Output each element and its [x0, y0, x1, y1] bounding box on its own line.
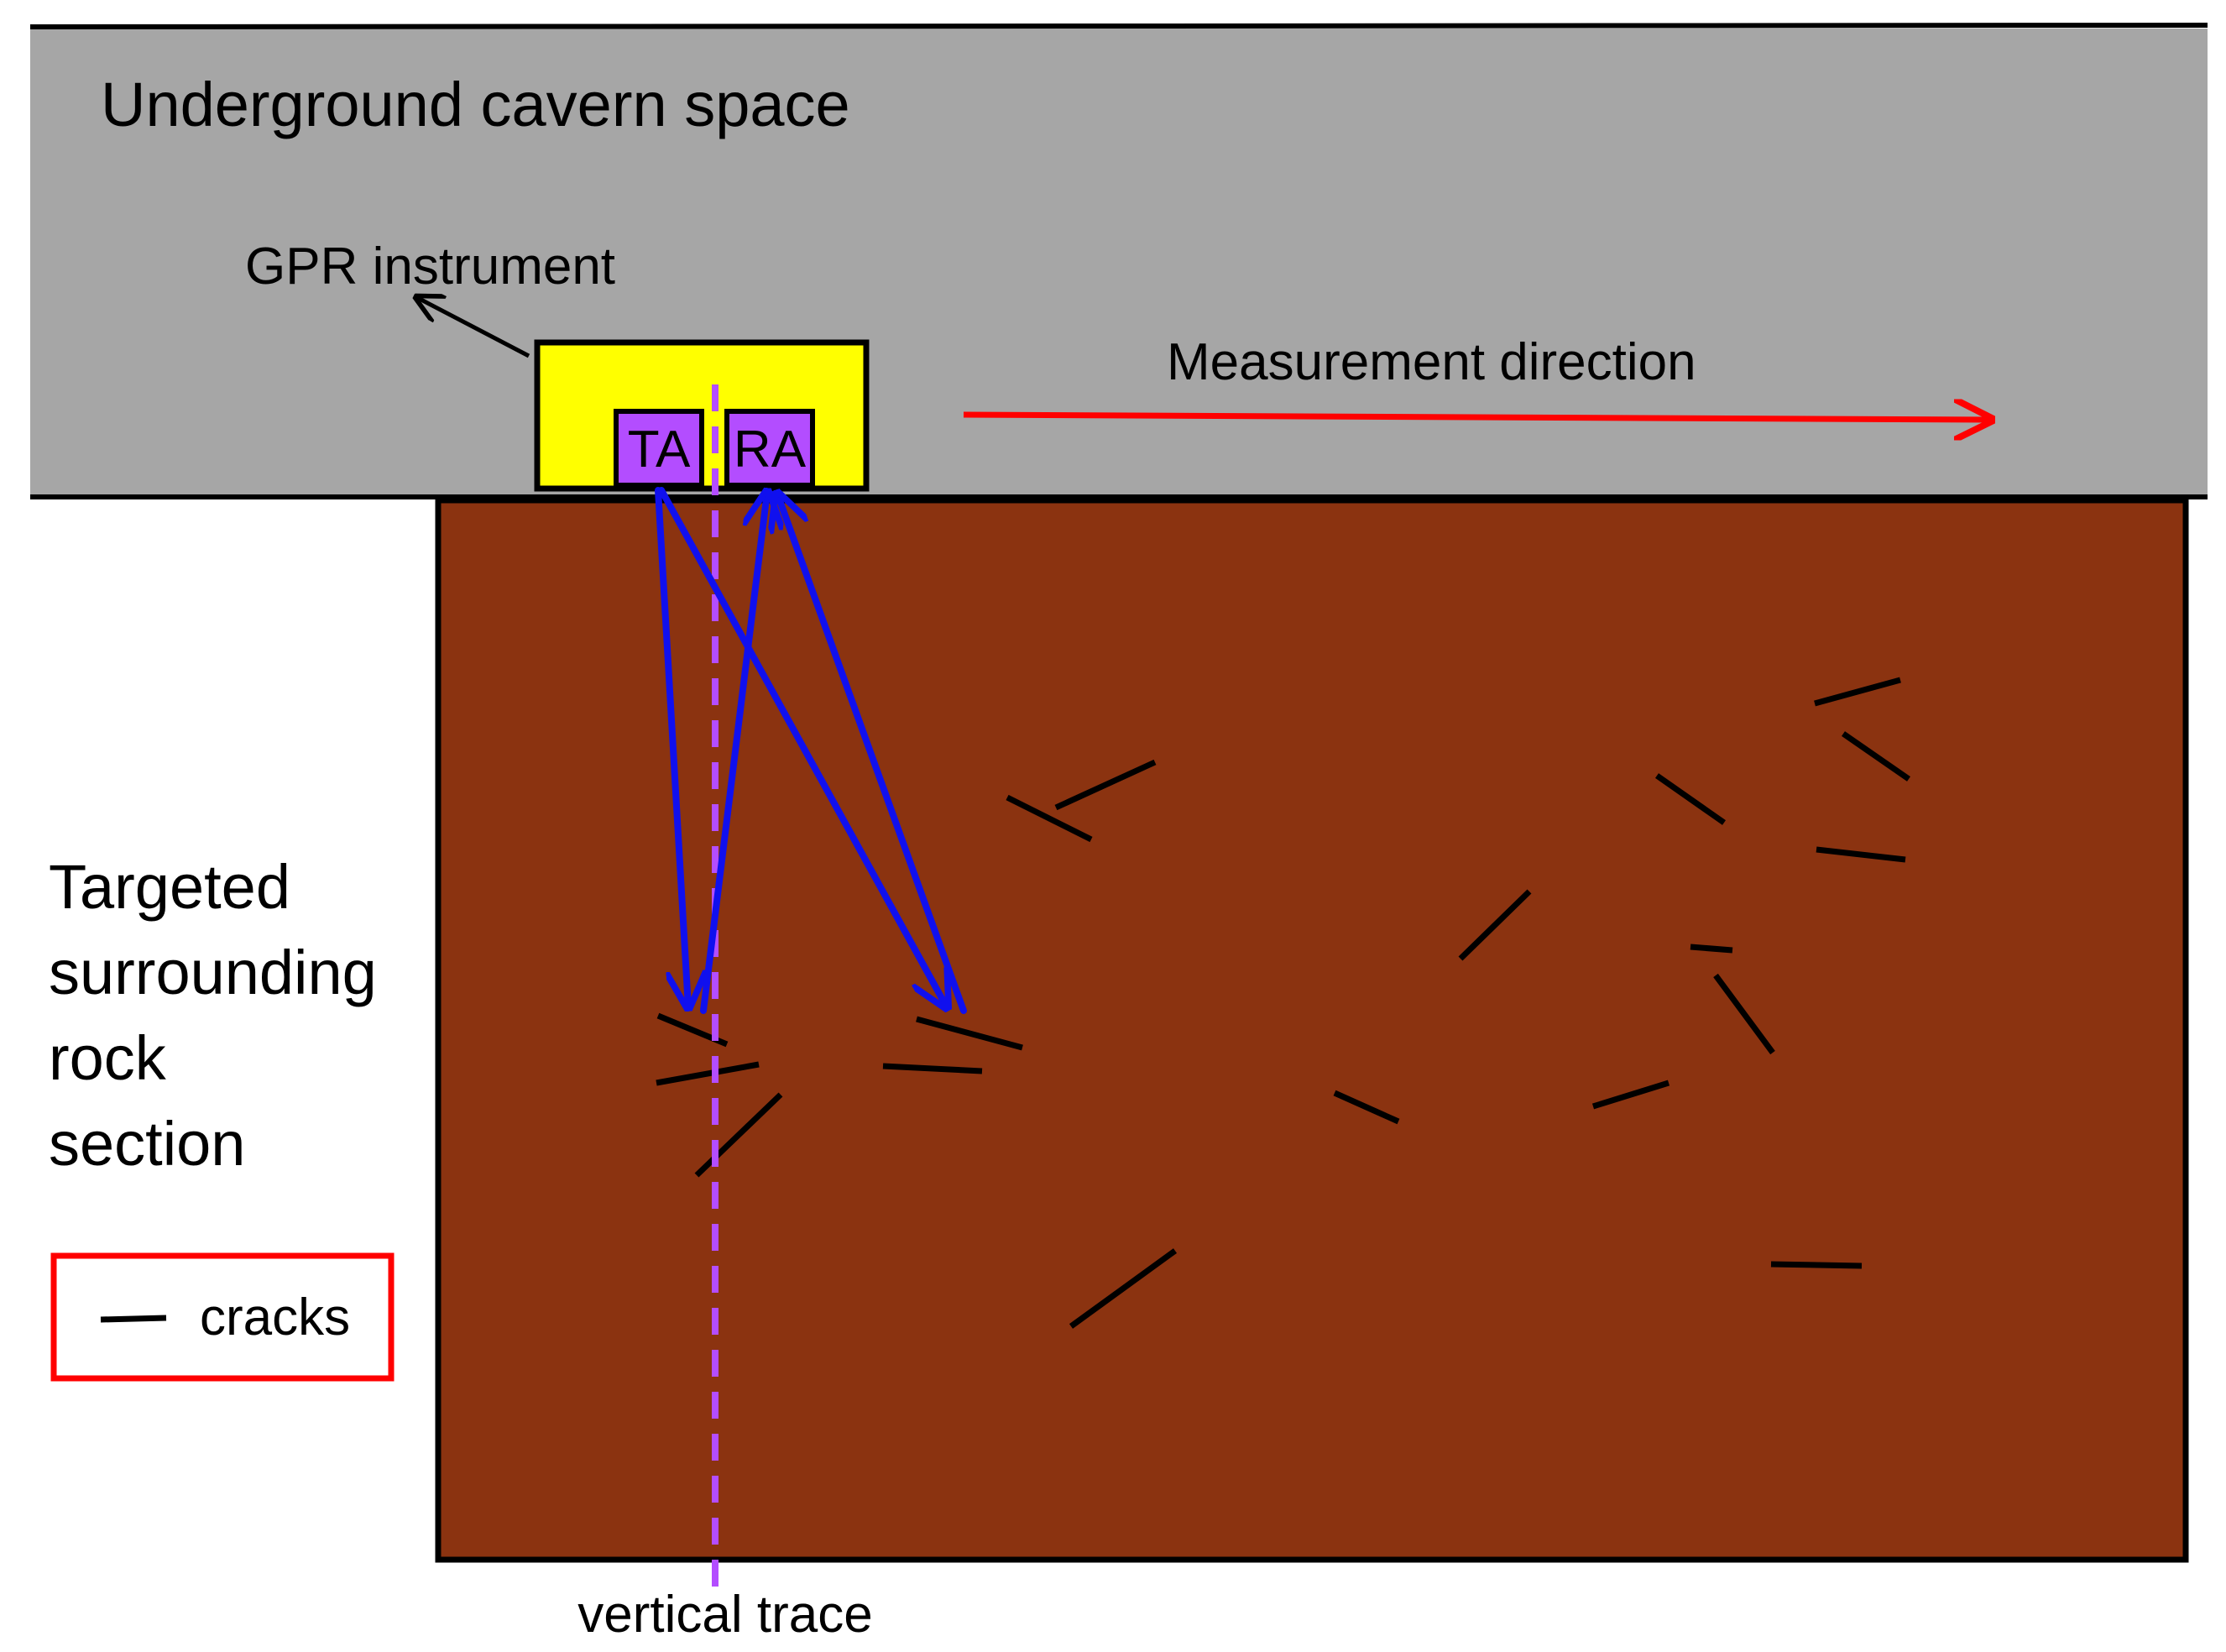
ray-up-near — [700, 492, 767, 1014]
legend-box: cracks — [50, 1252, 395, 1382]
crack — [1333, 1090, 1400, 1125]
crack — [1654, 773, 1727, 825]
transmit-antenna — [614, 409, 704, 488]
crack — [1816, 846, 1906, 863]
crack — [1842, 731, 1910, 782]
crack — [1690, 944, 1733, 954]
trace-label: vertical trace — [577, 1586, 872, 1644]
direction-label: Measurement direction — [1167, 333, 1696, 391]
crack-legend-icon — [100, 1315, 167, 1323]
instrument-label: GPR instrument — [245, 238, 615, 295]
crack — [1770, 1261, 1863, 1269]
cavern-top-edge — [29, 23, 2208, 29]
receive-antenna — [724, 409, 815, 488]
crack — [1713, 973, 1775, 1055]
measurement-direction-arrow — [963, 415, 1991, 420]
crack — [1814, 677, 1901, 707]
crack — [656, 1061, 760, 1086]
legend-label: cracks — [200, 1289, 350, 1346]
crack — [916, 1016, 1023, 1051]
rock-label-line2: surrounding — [49, 938, 377, 1007]
ray-paths-group — [655, 487, 967, 1014]
cavern-label: Underground cavern space — [101, 70, 850, 139]
crack — [694, 1092, 783, 1178]
crack — [1591, 1080, 1670, 1110]
crack — [1069, 1248, 1178, 1329]
antenna-ta-label: TA — [628, 421, 691, 478]
ray-up-far — [777, 494, 967, 1014]
ray-down-far — [658, 487, 947, 1007]
crack — [1054, 759, 1157, 811]
instrument-pointer-arrow — [416, 297, 530, 358]
antenna-ra-label: RA — [734, 421, 807, 478]
crack — [1458, 889, 1532, 961]
rock-label-line1: Targeted — [49, 852, 290, 922]
ray-down-near — [655, 487, 688, 1007]
rock-label-line4: section — [49, 1109, 245, 1179]
crack — [882, 1063, 983, 1074]
rock-label-line3: rock — [49, 1023, 167, 1093]
rock-section — [435, 497, 2189, 1563]
crack — [1006, 794, 1093, 843]
